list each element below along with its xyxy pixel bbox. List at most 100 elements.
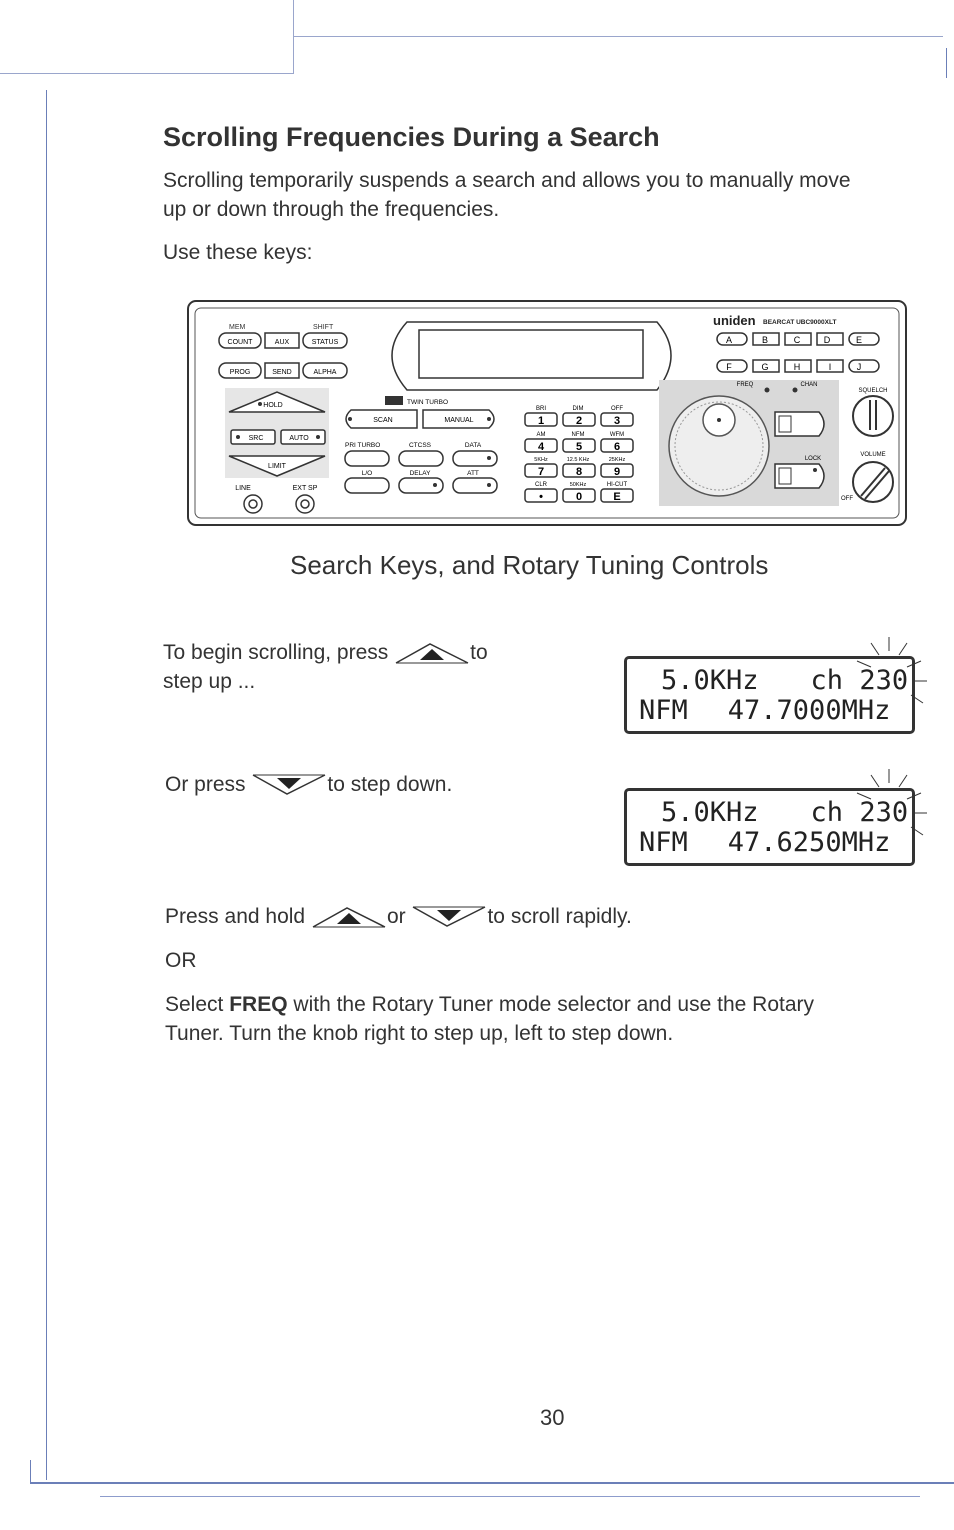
send-key-label: SEND	[272, 369, 291, 376]
src-indicator-dot	[236, 435, 240, 439]
key-7[interactable]: 7	[524, 463, 558, 478]
up-key-icon	[312, 907, 386, 929]
mode-selector-switch[interactable]	[774, 411, 825, 437]
bank-key-j-label: J	[857, 362, 862, 372]
mem-label: MEM	[229, 324, 246, 331]
alpha-key[interactable]: ALPHA	[302, 362, 348, 379]
count-key[interactable]: COUNT	[218, 332, 262, 349]
bank-key-f-label: F	[726, 362, 732, 372]
press-hold-text-after: to scroll rapidly.	[487, 905, 632, 928]
scan-edge-top	[293, 36, 943, 37]
freq-indicator-dot	[764, 387, 770, 393]
bank-key-d[interactable]: D	[816, 332, 844, 346]
att-key[interactable]	[452, 477, 498, 494]
step-up-paragraph: To begin scrolling, press to step up ...	[163, 638, 563, 696]
scan-key-label: SCAN	[373, 417, 392, 424]
step-down-paragraph: Or press to step down.	[165, 770, 565, 799]
clr-label: CLR	[535, 482, 548, 488]
lo-label: L/O	[362, 470, 372, 477]
send-key[interactable]: SEND	[264, 362, 300, 379]
key-8[interactable]: 8	[562, 463, 596, 478]
bank-key-j[interactable]: J	[848, 359, 880, 373]
press-hold-text-before: Press and hold	[165, 905, 306, 928]
number-keypad: BRI DIM OFF 1 2 3 AM NFM WFM 4 5 6 5KHz …	[524, 406, 634, 503]
am-label: AM	[537, 432, 546, 438]
key-1-label: 1	[538, 415, 544, 427]
key-0[interactable]: 0	[562, 488, 596, 503]
aux-key[interactable]: AUX	[264, 332, 300, 349]
bank-key-g[interactable]: G	[752, 359, 780, 373]
press-hold-text-mid: or	[386, 905, 406, 928]
scan-indicator-dot	[348, 417, 352, 421]
src-key-label: SRC	[249, 435, 264, 442]
aux-key-label: AUX	[275, 339, 290, 346]
status-key[interactable]: STATUS	[302, 332, 348, 349]
bri-label: BRI	[536, 406, 546, 412]
line-jack	[243, 494, 263, 514]
lo-key[interactable]	[344, 477, 390, 494]
12-5khz-label: 12.5 KHz	[567, 457, 590, 463]
bank-key-i[interactable]: I	[816, 359, 844, 373]
pri-turbo-key[interactable]	[344, 450, 390, 467]
lock-switch[interactable]	[774, 463, 825, 489]
bank-key-h[interactable]: H	[784, 359, 812, 373]
twin-turbo-label: TWIN TURBO	[407, 399, 448, 406]
5khz-label: 5KHz	[534, 457, 548, 463]
key-6[interactable]: 6	[600, 438, 634, 453]
data-label: DATA	[465, 442, 482, 449]
rotary-tuner-knob[interactable]	[668, 395, 770, 497]
step-down-text-after: to step down.	[327, 773, 453, 796]
lock-label: LOCK	[805, 456, 821, 462]
bank-key-a[interactable]: A	[716, 332, 748, 346]
auto-key[interactable]: AUTO	[280, 429, 326, 445]
shift-label: SHIFT	[313, 324, 334, 331]
key-8-label: 8	[576, 466, 582, 478]
bank-key-e[interactable]: E	[848, 332, 880, 346]
key-3[interactable]: 3	[600, 412, 634, 427]
bank-key-f[interactable]: F	[716, 359, 748, 373]
key-5[interactable]: 5	[562, 438, 596, 453]
manual-key[interactable]: MANUAL	[422, 409, 495, 429]
page-number: 30	[540, 1405, 565, 1430]
or-text: OR	[165, 949, 197, 972]
key-5-label: 5	[576, 441, 582, 453]
nfm-label: NFM	[572, 432, 585, 438]
prog-key[interactable]: PROG	[218, 362, 262, 379]
lcd-step-up-channel: ch 230	[810, 665, 909, 696]
data-key[interactable]	[452, 450, 498, 467]
delay-key[interactable]	[398, 477, 444, 494]
src-key[interactable]: SRC	[230, 429, 276, 445]
ext-sp-jack-label: EXT SP	[293, 485, 318, 492]
chan-mode-label: CHAN	[800, 382, 817, 388]
hold-up-key[interactable]: HOLD	[228, 391, 326, 413]
key-1[interactable]: 1	[524, 412, 558, 427]
bank-key-b[interactable]: B	[752, 332, 780, 346]
key-e[interactable]: E	[600, 488, 634, 503]
key-2[interactable]: 2	[562, 412, 596, 427]
bank-key-b-label: B	[762, 335, 768, 345]
key-7-label: 7	[538, 466, 544, 478]
count-key-label: COUNT	[228, 339, 254, 346]
volume-off-label: OFF	[841, 496, 853, 502]
manual-key-label: MANUAL	[444, 417, 473, 424]
pri-turbo-label: PRI TURBO	[345, 442, 380, 449]
limit-down-key[interactable]: LIMIT	[228, 455, 326, 477]
squelch-knob[interactable]	[852, 395, 894, 437]
bank-keys: A B C D E F G H I J	[716, 332, 880, 373]
volume-knob[interactable]	[852, 461, 894, 503]
lcd-step-up-step-size: 5.0KHz	[661, 665, 759, 696]
key-4[interactable]: 4	[524, 438, 558, 453]
scan-key[interactable]: SCAN	[345, 409, 418, 429]
figure-caption: Search Keys, and Rotary Tuning Controls	[290, 550, 769, 580]
limit-key-label: LIMIT	[268, 463, 287, 470]
ctcss-key[interactable]	[398, 450, 444, 467]
rotary-line-1-rest: with the Rotary Tuner mode selector and …	[293, 993, 815, 1016]
key-dot[interactable]: •	[524, 488, 558, 503]
bank-key-c[interactable]: C	[784, 332, 812, 346]
chan-indicator-dot	[792, 387, 798, 393]
bank-key-a-label: A	[726, 335, 732, 345]
key-9[interactable]: 9	[600, 463, 634, 478]
